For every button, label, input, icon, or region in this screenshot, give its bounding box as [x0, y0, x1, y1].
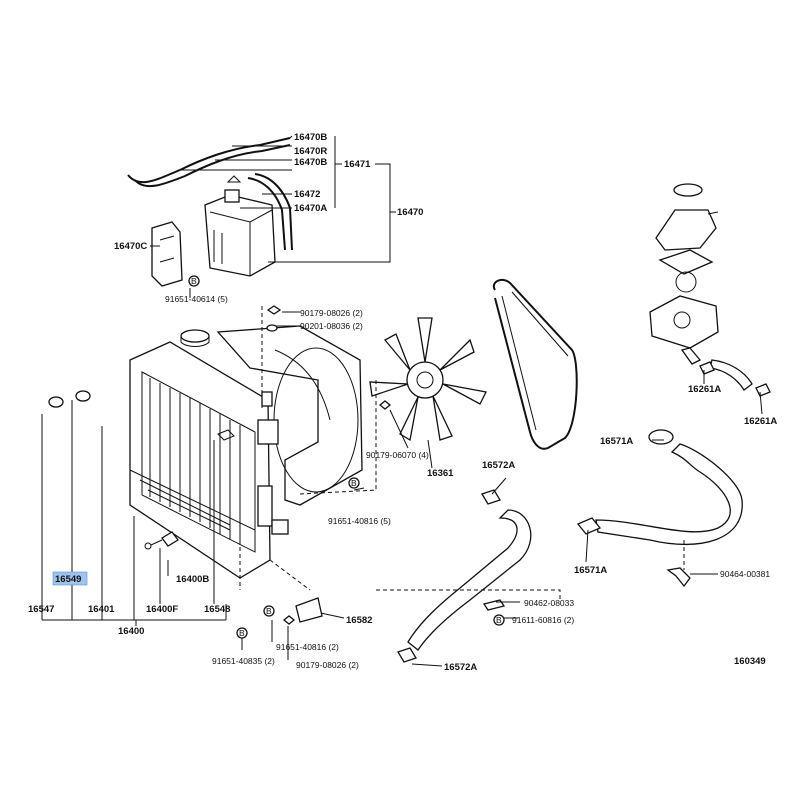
- label-16470B-b: 16470B: [294, 157, 327, 168]
- bypass-hose-icon: [699, 359, 771, 397]
- label-90179-06070: 90179-06070 (4): [366, 450, 429, 460]
- label-91611-60816: 91611-60816 (2): [512, 615, 574, 625]
- figure-number: 160349: [734, 656, 766, 667]
- label-16571A-mid: 16571A: [574, 565, 607, 576]
- label-91651-40614: 91651-40614 (5): [165, 294, 228, 304]
- upper-hose-icon: [576, 429, 743, 546]
- label-90462-08033: 90462-08033: [524, 598, 574, 608]
- label-16547: 16547: [28, 604, 54, 615]
- bolt-letter: B: [496, 615, 502, 625]
- label-16571A-top: 16571A: [600, 436, 633, 447]
- label-16400F: 16400F: [146, 604, 178, 615]
- belt-icon: [492, 279, 578, 450]
- lower-hose-icon: [397, 489, 532, 663]
- drain-plug-icon: [144, 531, 179, 550]
- radiator-cap-icon: [180, 329, 210, 347]
- radiator-core-icon: [129, 341, 271, 579]
- reservoir-tank-icon: [204, 189, 276, 277]
- label-16261A-left: 16261A: [688, 384, 721, 395]
- label-90179-08026-top: 90179-08026 (2): [300, 308, 363, 318]
- label-16572A-bottom: 16572A: [444, 662, 477, 673]
- bolt-icon: [266, 305, 392, 625]
- dashed-leaders: [239, 306, 685, 600]
- bolt-letter: B: [266, 606, 272, 616]
- bracket-icon: [295, 597, 323, 623]
- label-16401: 16401: [88, 604, 115, 615]
- label-16400B: 16400B: [176, 574, 209, 585]
- label-16361: 16361: [427, 468, 454, 479]
- highlight-box: [52, 571, 88, 586]
- leader-lines: [41, 288, 763, 667]
- label-16470A: 16470A: [294, 203, 327, 214]
- label-16470R: 16470R: [294, 146, 327, 157]
- bolt-marker-icon: [188, 275, 505, 639]
- label-16549[interactable]: 16549: [55, 574, 81, 585]
- label-16400: 16400: [118, 626, 144, 637]
- label-16582: 16582: [346, 615, 372, 626]
- side-fittings-icon: [217, 391, 289, 535]
- label-91651-40835: 91651-40835 (2): [212, 656, 275, 666]
- label-16470: 16470: [397, 207, 423, 218]
- label-16470C: 16470C: [114, 241, 147, 252]
- bolt-letter: B: [351, 478, 357, 488]
- reservoir-leaders: [150, 135, 396, 263]
- label-91651-40816-r: 91651-40816 (5): [328, 516, 391, 526]
- label-16261A-right: 16261A: [744, 416, 777, 427]
- thermostat-housing-icon: [649, 183, 719, 365]
- cushions-icon: [48, 390, 91, 408]
- label-90179-08026-bottom: 90179-08026 (2): [296, 660, 359, 670]
- reservoir-bracket-icon: [151, 221, 183, 287]
- fan-icon: [369, 317, 487, 442]
- label-16572A-top: 16572A: [482, 460, 515, 471]
- hose-clip-icon: [666, 567, 691, 588]
- bolt-letter: B: [239, 628, 245, 638]
- label-16548: 16548: [204, 604, 230, 615]
- label-16472: 16472: [294, 189, 320, 200]
- label-90201-08036: 90201-08036 (2): [300, 321, 363, 331]
- bolt-letter: B: [191, 276, 197, 286]
- label-16471: 16471: [344, 159, 371, 170]
- label-16470B-a: 16470B: [294, 132, 327, 143]
- label-90464-00381: 90464-00381: [720, 569, 770, 579]
- label-91651-40816-bottom: 91651-40816 (2): [276, 642, 339, 652]
